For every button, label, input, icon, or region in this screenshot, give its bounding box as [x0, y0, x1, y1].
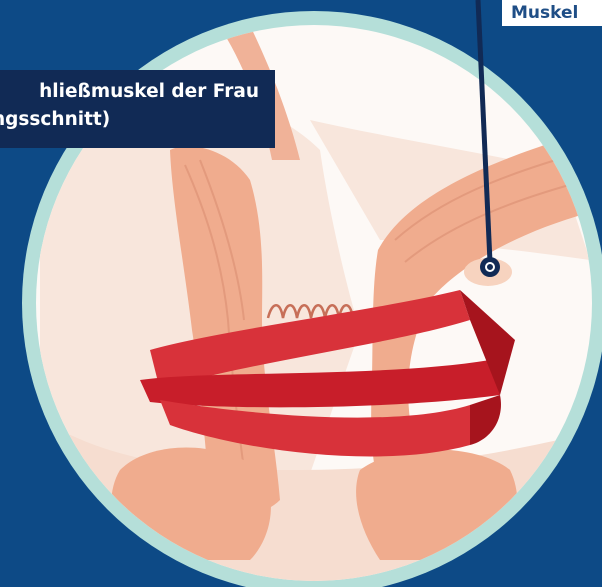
bottom-right-lobe: [356, 449, 517, 560]
bottom-left-lobe: [111, 448, 271, 561]
title-line-1: hließmuskel der Frau: [0, 78, 259, 106]
diagram-title: hließmuskel der Frau ngsschnitt): [0, 70, 275, 148]
muscle-label: Muskel: [502, 0, 602, 26]
title-line-2: ngsschnitt): [0, 106, 259, 134]
pointer-marker: [480, 257, 500, 277]
